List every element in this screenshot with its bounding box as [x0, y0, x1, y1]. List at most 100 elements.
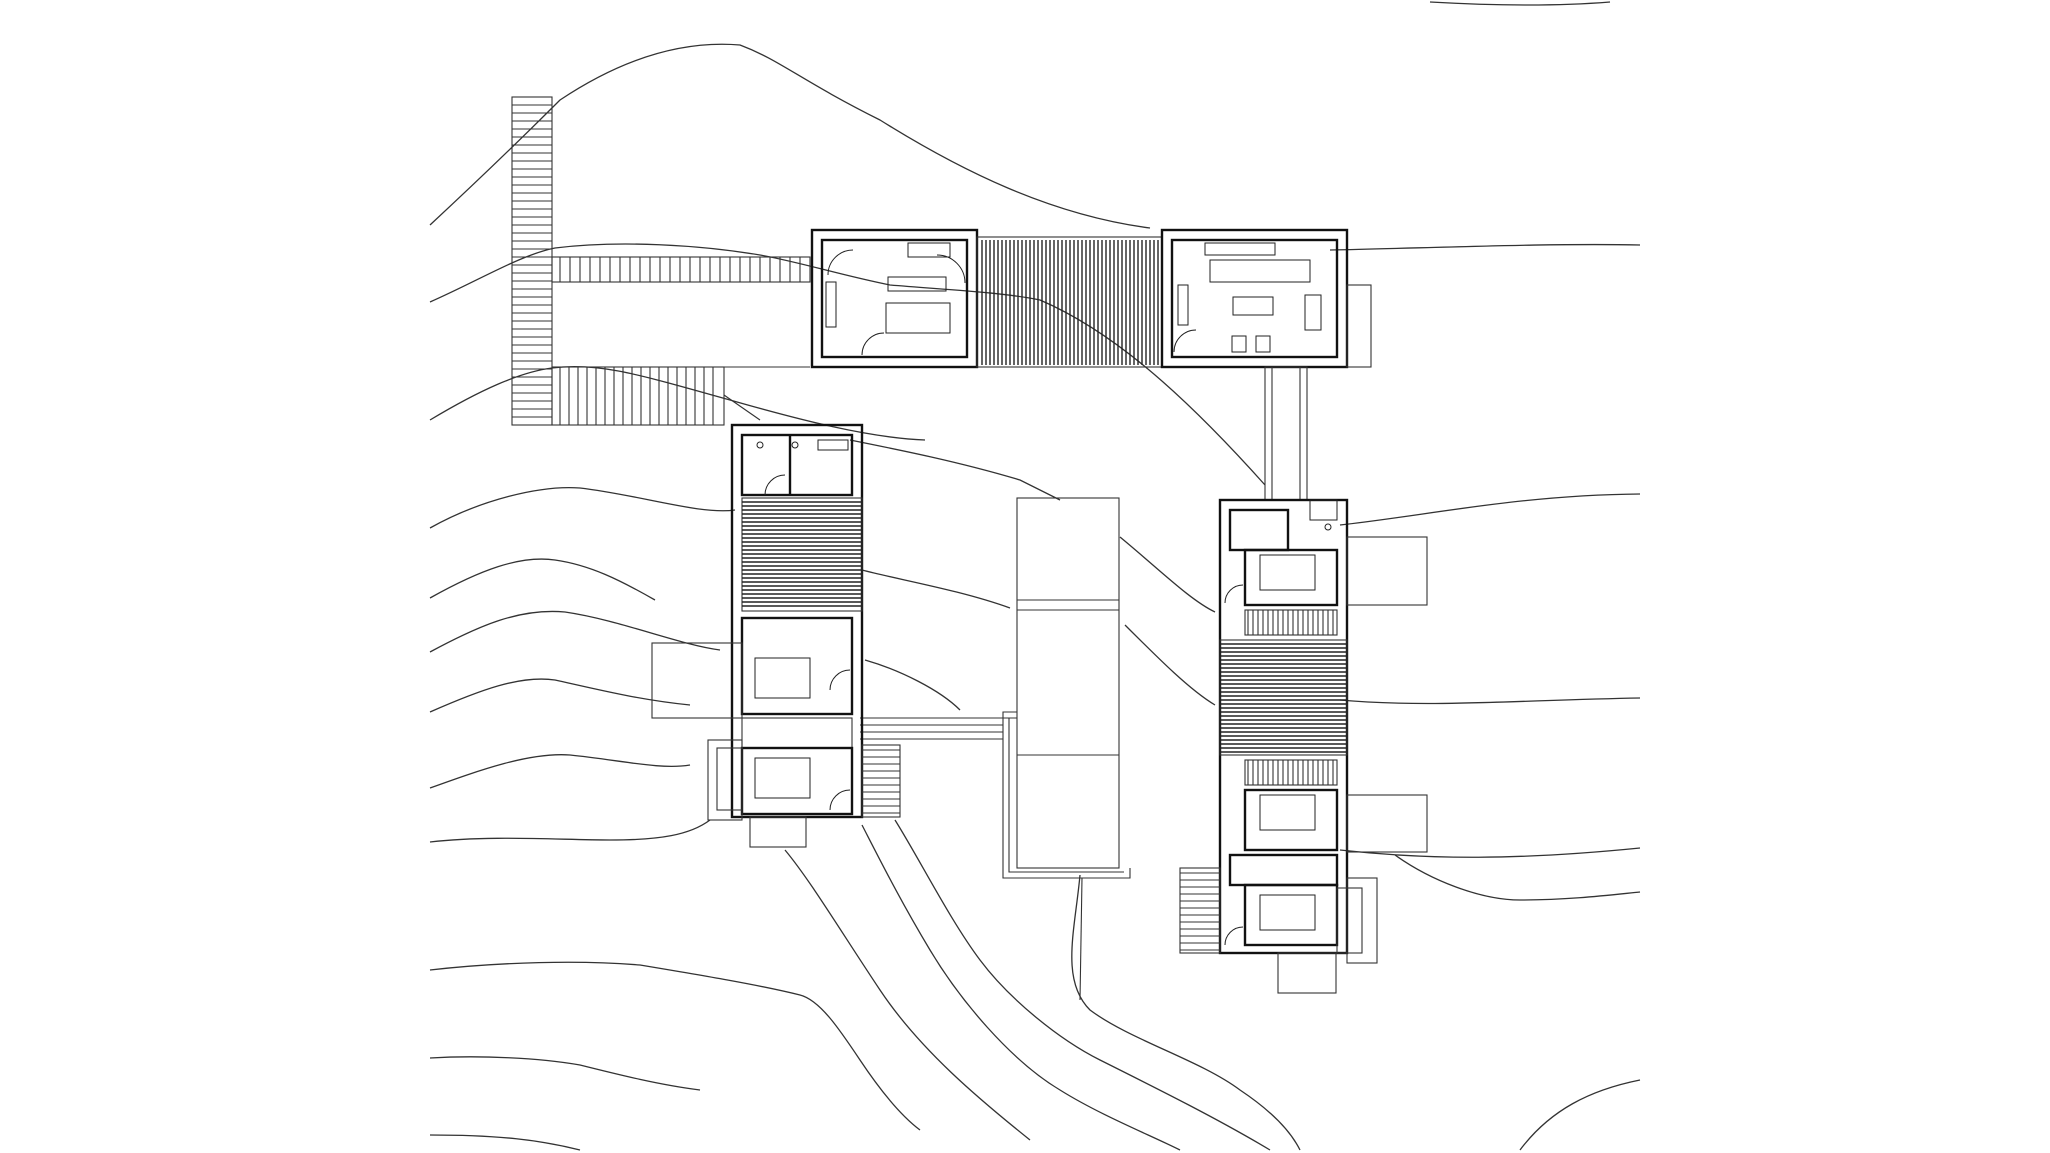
west-bedroom-wing — [651, 423, 901, 848]
east-bedroom-3 — [1243, 883, 1339, 947]
contour-line — [429, 961, 921, 1131]
washbasin — [791, 441, 799, 449]
washbasin — [756, 441, 764, 449]
chair — [1231, 335, 1247, 353]
east-terrace-1 — [1346, 536, 1428, 606]
contour-line — [429, 754, 691, 789]
east-entry-step — [1277, 952, 1337, 994]
door-swing — [829, 669, 851, 691]
east-terrace-3 — [1346, 877, 1378, 964]
door-swing — [861, 332, 885, 356]
contour-line — [429, 43, 1641, 251]
contour-line — [861, 824, 1181, 1151]
contour-line — [429, 678, 691, 713]
bed — [754, 757, 811, 799]
sofa — [1209, 259, 1311, 283]
bed — [1259, 554, 1316, 591]
fireplace — [1177, 284, 1189, 326]
pool-outline — [1016, 497, 1120, 869]
contour-line — [784, 849, 1031, 1141]
door-swing — [764, 474, 786, 496]
door-swing — [1173, 329, 1197, 353]
bed — [1259, 794, 1316, 831]
kitchen-counter — [907, 242, 951, 258]
contour-line — [429, 819, 711, 843]
west-utility-room — [740, 433, 854, 497]
bed — [1259, 894, 1316, 931]
storage-cabinet — [825, 281, 837, 328]
vanity — [817, 439, 849, 451]
west-terrace-2 — [707, 739, 743, 821]
east-terrace-2 — [1346, 794, 1428, 853]
contour-line — [1519, 1079, 1641, 1151]
west-entry-step — [749, 816, 807, 848]
west-stair-treads — [862, 749, 900, 814]
east-stair-1-treads — [1247, 610, 1334, 635]
chair — [1255, 335, 1271, 353]
east-stair-1 — [1244, 609, 1338, 636]
storage — [1309, 499, 1338, 521]
pool-drain-line — [1079, 877, 1083, 1001]
contour-line — [429, 1056, 701, 1091]
horizontal-boardwalk-boards — [559, 257, 801, 282]
door-swing — [1224, 926, 1244, 946]
east-terrace-3-inner — [1336, 887, 1363, 954]
contour-line — [429, 558, 1641, 858]
living-inner-walls — [1170, 238, 1339, 359]
east-stair-2 — [1244, 759, 1338, 786]
coffee-table — [1232, 296, 1274, 316]
east-hall-slat-pattern — [1220, 643, 1347, 753]
kitchen-inner-walls — [820, 238, 969, 359]
door-swing — [827, 249, 854, 276]
contour-line — [1429, 1, 1611, 6]
east-bedroom-wing — [1179, 498, 1428, 994]
courtyard-pool — [860, 497, 1131, 1001]
contour-line — [429, 1134, 581, 1151]
contour-line — [1071, 874, 1301, 1151]
east-bedroom-2 — [1243, 788, 1339, 852]
north-breezeway — [976, 236, 1163, 368]
kitchen-dining-pavilion — [810, 228, 979, 369]
east-bath-2 — [1228, 853, 1339, 887]
east-stair-3 — [1179, 867, 1221, 954]
contour-line — [429, 243, 1641, 526]
contour-line — [894, 819, 1271, 1151]
east-bedroom-1 — [1243, 548, 1339, 607]
west-hall-slat-pattern — [742, 501, 862, 607]
west-bath-1 — [741, 717, 853, 749]
vertical-boardwalk-boards — [512, 104, 552, 418]
washbasin — [1324, 523, 1332, 531]
lower-deck-boards — [559, 367, 714, 425]
horizontal-boardwalk-frame — [551, 256, 811, 283]
living-pavilion-walls — [1160, 228, 1349, 369]
corridor-frame — [1264, 366, 1308, 501]
bed — [754, 657, 811, 699]
east-terrace — [1346, 284, 1372, 368]
door-swing — [1224, 584, 1244, 604]
contour-line — [429, 610, 1641, 901]
contour-line — [429, 365, 1061, 501]
door-swing — [829, 789, 851, 811]
west-terrace-1 — [651, 642, 743, 719]
west-bedroom-1 — [740, 616, 854, 716]
kitchen-island — [887, 276, 947, 292]
east-stair-2-treads — [1247, 760, 1334, 785]
west-stair — [861, 744, 901, 818]
entry-boardwalk — [511, 96, 811, 426]
path-edge — [723, 394, 761, 421]
breezeway-slat-pattern — [981, 240, 1159, 365]
east-slatted-hall — [1219, 639, 1348, 756]
door-swing — [936, 254, 966, 284]
pool-coping — [1008, 717, 1124, 873]
kitchen-pavilion-walls — [810, 228, 979, 369]
contour-line — [429, 486, 1641, 705]
east-bath-1 — [1228, 508, 1290, 552]
living-room-pavilion — [1160, 228, 1372, 369]
pool-coping — [1002, 711, 1131, 879]
west-terrace-2-inner — [716, 747, 743, 811]
topographic-contours — [429, 1, 1641, 1151]
east-stair-3-treads — [1180, 872, 1220, 951]
bookshelf — [1204, 242, 1276, 256]
